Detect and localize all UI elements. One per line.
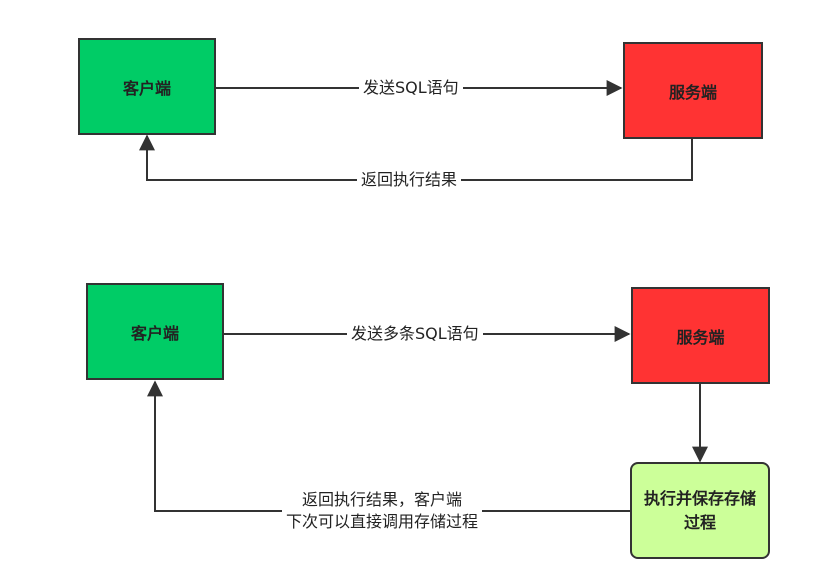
bottom-response-label: 返回执行结果，客户端 下次可以直接调用存储过程 bbox=[282, 489, 483, 533]
bottom-request-label: 发送多条SQL语句 bbox=[347, 323, 483, 345]
top-request-label: 发送SQL语句 bbox=[359, 77, 463, 99]
bottom-server-label: 服务端 bbox=[676, 327, 725, 347]
bottom-response-label-line2: 下次可以直接调用存储过程 bbox=[286, 512, 479, 531]
process-label: 执行并保存存储过程 bbox=[643, 488, 756, 532]
process-node: 执行并保存存储过程 bbox=[630, 462, 770, 559]
top-client-label: 客户端 bbox=[122, 78, 171, 98]
bottom-server-node: 服务端 bbox=[631, 287, 770, 384]
bottom-client-node: 客户端 bbox=[86, 283, 224, 380]
top-client-node: 客户端 bbox=[78, 38, 216, 135]
top-server-label: 服务端 bbox=[668, 82, 717, 102]
bottom-client-label: 客户端 bbox=[130, 323, 179, 343]
bottom-response-label-line1: 返回执行结果，客户端 bbox=[302, 490, 463, 509]
top-server-node: 服务端 bbox=[623, 42, 763, 139]
top-response-label: 返回执行结果 bbox=[357, 169, 462, 191]
